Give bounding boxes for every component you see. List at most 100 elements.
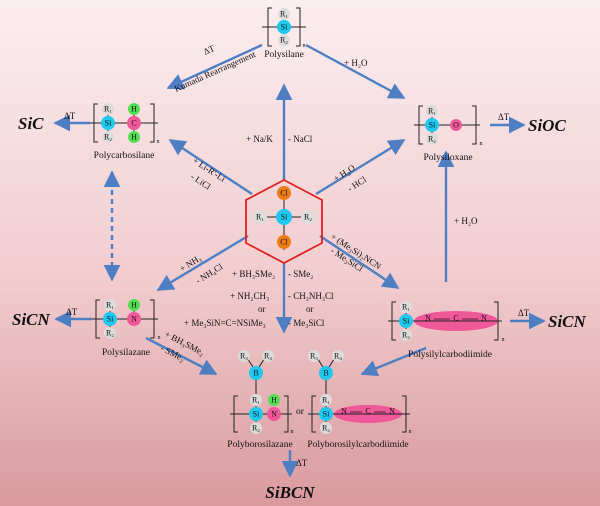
svg-text:n: n: [158, 335, 161, 341]
polysilane-label: Polysilane: [264, 50, 304, 60]
svg-text:N: N: [389, 407, 395, 416]
sme2: - SMe₂: [288, 269, 313, 279]
svg-text:N: N: [481, 314, 487, 323]
ch3nh3cl: - CH₃NH₃Cl: [288, 291, 334, 301]
svg-text:R₂: R₂: [402, 331, 410, 340]
svg-text:R₂: R₂: [280, 36, 288, 45]
arrow-polysilylcarbodiimide-to-borocarbodiimide: [360, 346, 427, 377]
svg-text:N: N: [131, 315, 137, 324]
dt-sicn-right: ΔT: [518, 308, 530, 318]
polycarbosilane-structure: R₁ Si R₂ H C H n: [90, 103, 160, 145]
svg-text:R₁: R₁: [106, 301, 114, 310]
svg-text:n: n: [480, 141, 483, 147]
arrow-polysilazane-to-polyborosilazane: [145, 336, 218, 376]
svg-text:R₁: R₁: [252, 396, 260, 405]
dt-sicn-left: ΔT: [66, 307, 78, 317]
ceramic-sicn-right: SiCN: [548, 312, 587, 331]
na-k: + Na/K: [246, 134, 273, 144]
svg-text:H: H: [131, 301, 137, 310]
chlorine-atom-top: [277, 186, 291, 200]
water-top: + H₂O: [344, 58, 368, 68]
svg-text:N: N: [425, 314, 431, 323]
bh3sme2: + BH₃SMe₂: [232, 269, 275, 279]
svg-text:C: C: [453, 314, 458, 323]
svg-text:n: n: [502, 337, 505, 343]
svg-text:Si: Si: [323, 410, 330, 419]
dt-sioc: ΔT: [498, 112, 510, 122]
svg-text:R₁: R₁: [104, 105, 112, 114]
polyborosilylcarbodiimide-label: Polyborosilylcarbodiimide: [307, 440, 408, 450]
svg-text:Si: Si: [105, 119, 112, 128]
polysiloxane-structure: R₁ Si R₂ O n: [414, 105, 483, 147]
svg-text:Si: Si: [107, 315, 114, 324]
svg-text:R₁: R₁: [402, 303, 410, 312]
svg-text:Si: Si: [281, 23, 288, 32]
h2o-right: + H₂O: [454, 216, 478, 226]
r2-atom: [301, 210, 315, 224]
svg-text:H: H: [131, 133, 137, 142]
svg-text:R₂: R₂: [104, 133, 112, 142]
arrow-hex-to-polysilylcarbodiimide: [319, 235, 400, 289]
svg-text:N: N: [341, 407, 347, 416]
monomer-hexagon: [245, 178, 323, 265]
svg-text:R₃: R₃: [240, 352, 248, 361]
svg-text:R₂: R₂: [322, 424, 330, 433]
dt-sic: ΔT: [64, 111, 76, 121]
r1-atom: [253, 210, 267, 224]
svg-text:n: n: [409, 429, 412, 435]
polyborosilazane-label: Polyborosilazane: [227, 440, 292, 450]
arrow-hex-to-polysilazane: [156, 234, 249, 292]
svg-text:O: O: [453, 121, 459, 130]
dichlorosilane-monomer: Cl Cl Si R₁ R₂: [245, 178, 323, 265]
svg-text:B: B: [253, 369, 258, 378]
svg-text:R₁: R₁: [428, 107, 436, 116]
svg-text:R₂: R₂: [428, 135, 436, 144]
or-2: or: [306, 304, 314, 314]
polysiloxane-label: Polysiloxane: [423, 153, 472, 163]
svg-text:Cl: Cl: [280, 189, 288, 198]
or-1: or: [258, 304, 266, 314]
svg-text:Si: Si: [253, 410, 260, 419]
arrow-polysilane-to-polysiloxane: [305, 43, 406, 100]
me3sincn: + Me₃SiN=C=NSiMe₃: [184, 318, 266, 328]
svg-text:R₂: R₂: [106, 329, 114, 338]
silicon-atom: [276, 209, 292, 225]
svg-text:C: C: [365, 407, 370, 416]
me3sicl-center: - Me₃SiCl: [288, 318, 325, 328]
polycarbosilane-label: Polycarbosilane: [94, 151, 155, 161]
polyborosilylcarbodiimide-structure: R₃ R₄ B R₁ Si R₂ N C N n: [308, 350, 412, 435]
svg-text:Si: Si: [403, 317, 410, 326]
svg-text:H: H: [131, 105, 137, 114]
svg-text:n: n: [303, 43, 306, 49]
polysilylcarbodiimide-label: Polysilylcarbodiimide: [408, 350, 492, 360]
nacl: - NaCl: [288, 134, 313, 144]
svg-text:R₃: R₃: [310, 352, 318, 361]
svg-text:Si: Si: [281, 213, 288, 222]
svg-text:n: n: [157, 139, 160, 145]
svg-text:n: n: [291, 429, 294, 435]
svg-text:R₁: R₁: [280, 10, 288, 19]
chlorine-atom-bottom: [277, 235, 291, 249]
polysilazane-structure: R₁ Si R₂ H N n: [92, 299, 161, 341]
svg-text:N: N: [271, 410, 277, 419]
polysilazane-label: Polysilazane: [102, 348, 150, 358]
svg-text:R₁: R₁: [256, 213, 264, 222]
arrows: [53, 43, 546, 478]
svg-text:Cl: Cl: [280, 238, 288, 247]
polyborosilazane-structure: R₃ R₄ B R₁ Si R₂ H N n: [230, 350, 294, 435]
polysilylcarbodiimide-structure: R₁ Si R₂ N C N n: [388, 301, 505, 343]
svg-text:R₂: R₂: [252, 424, 260, 433]
dt-polysilane: ΔT: [202, 43, 217, 57]
arrow-hex-to-polysiloxane: [315, 138, 406, 196]
svg-text:Si: Si: [429, 121, 436, 130]
arrow-hex-to-polycarbosilane: [168, 138, 253, 196]
ceramic-sicn-left: SiCN: [12, 310, 51, 329]
polysilane-structure: R₁ Si R₂ n: [262, 7, 306, 49]
svg-text:B: B: [323, 369, 328, 378]
or-between-boro: or: [296, 407, 305, 417]
svg-text:C: C: [131, 119, 136, 128]
svg-text:R₂: R₂: [304, 213, 312, 222]
ceramic-sioc: SiOC: [528, 116, 566, 135]
